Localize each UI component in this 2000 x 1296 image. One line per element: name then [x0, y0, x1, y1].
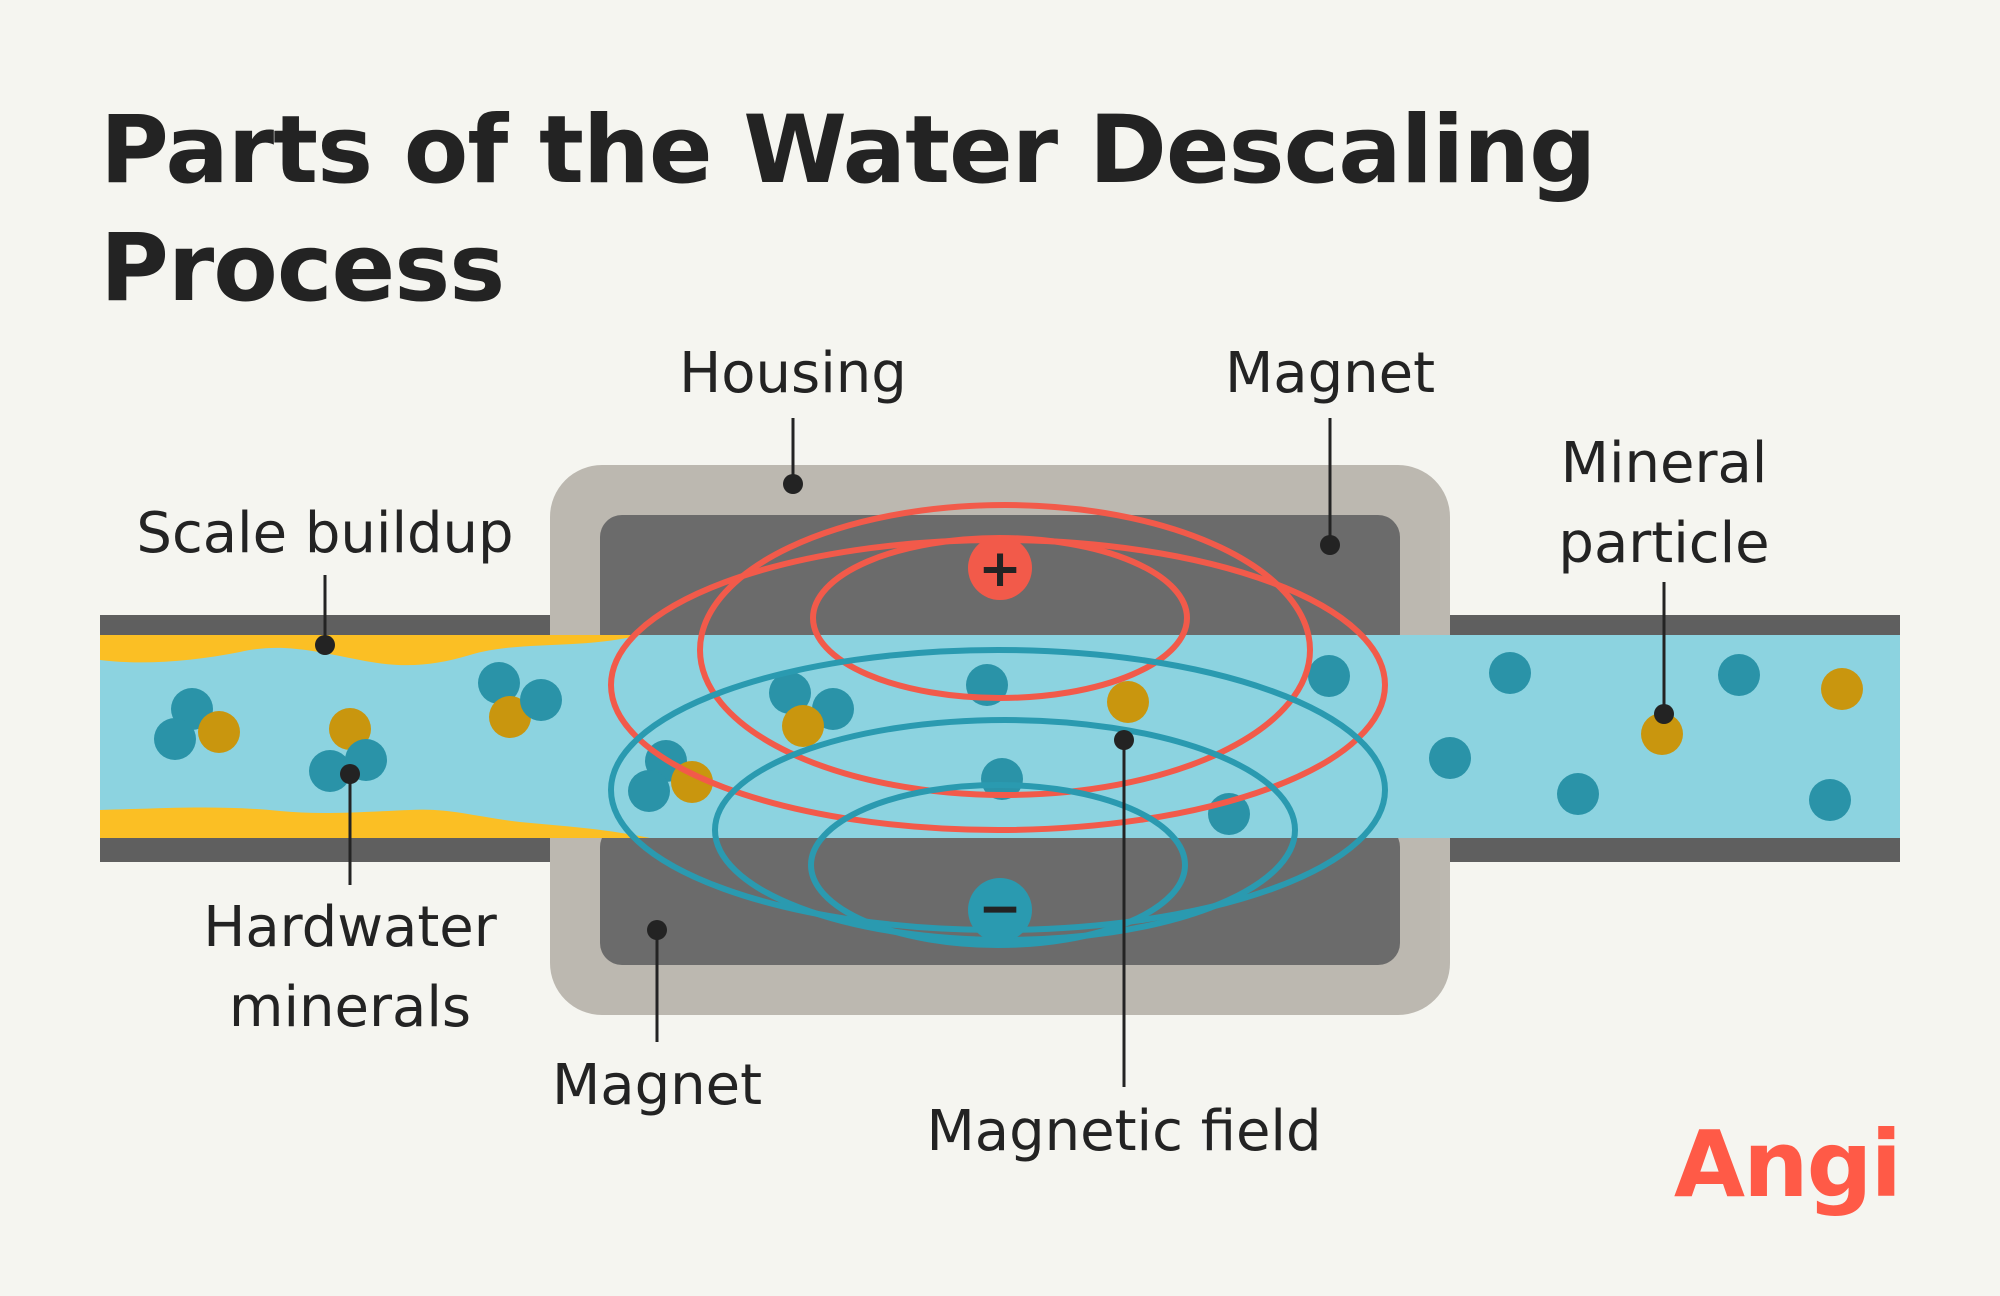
scale-buildup-bottom — [100, 807, 650, 838]
positive-pole: + — [968, 536, 1032, 600]
leader-dots — [315, 474, 1674, 940]
label-housing: Housing — [679, 341, 907, 406]
label-mineral-particle-line2: particle — [1558, 511, 1769, 576]
page-title: Parts of the Water Descaling Process — [100, 96, 1596, 323]
label-scale-buildup: Scale buildup — [136, 501, 513, 566]
label-magnetic-field: Magnetic field — [926, 1099, 1321, 1164]
positive-pole-sign: + — [978, 539, 1022, 599]
negative-pole: − — [968, 878, 1032, 942]
label-magnet-bottom: Magnet — [552, 1053, 762, 1118]
label-magnet-top: Magnet — [1225, 341, 1435, 406]
label-mineral-particle-line1: Mineral — [1561, 431, 1768, 496]
negative-pole-sign: − — [978, 879, 1022, 939]
water-flow — [100, 635, 1900, 838]
mineral-particles — [154, 652, 1863, 835]
scale-buildup-top — [100, 635, 640, 666]
label-hardwater-minerals-line1: Hardwater — [203, 895, 498, 960]
leader-lines — [323, 418, 1666, 1087]
angi-logo: Angi — [1674, 1111, 1900, 1218]
label-hardwater-minerals-line2: minerals — [229, 975, 471, 1040]
